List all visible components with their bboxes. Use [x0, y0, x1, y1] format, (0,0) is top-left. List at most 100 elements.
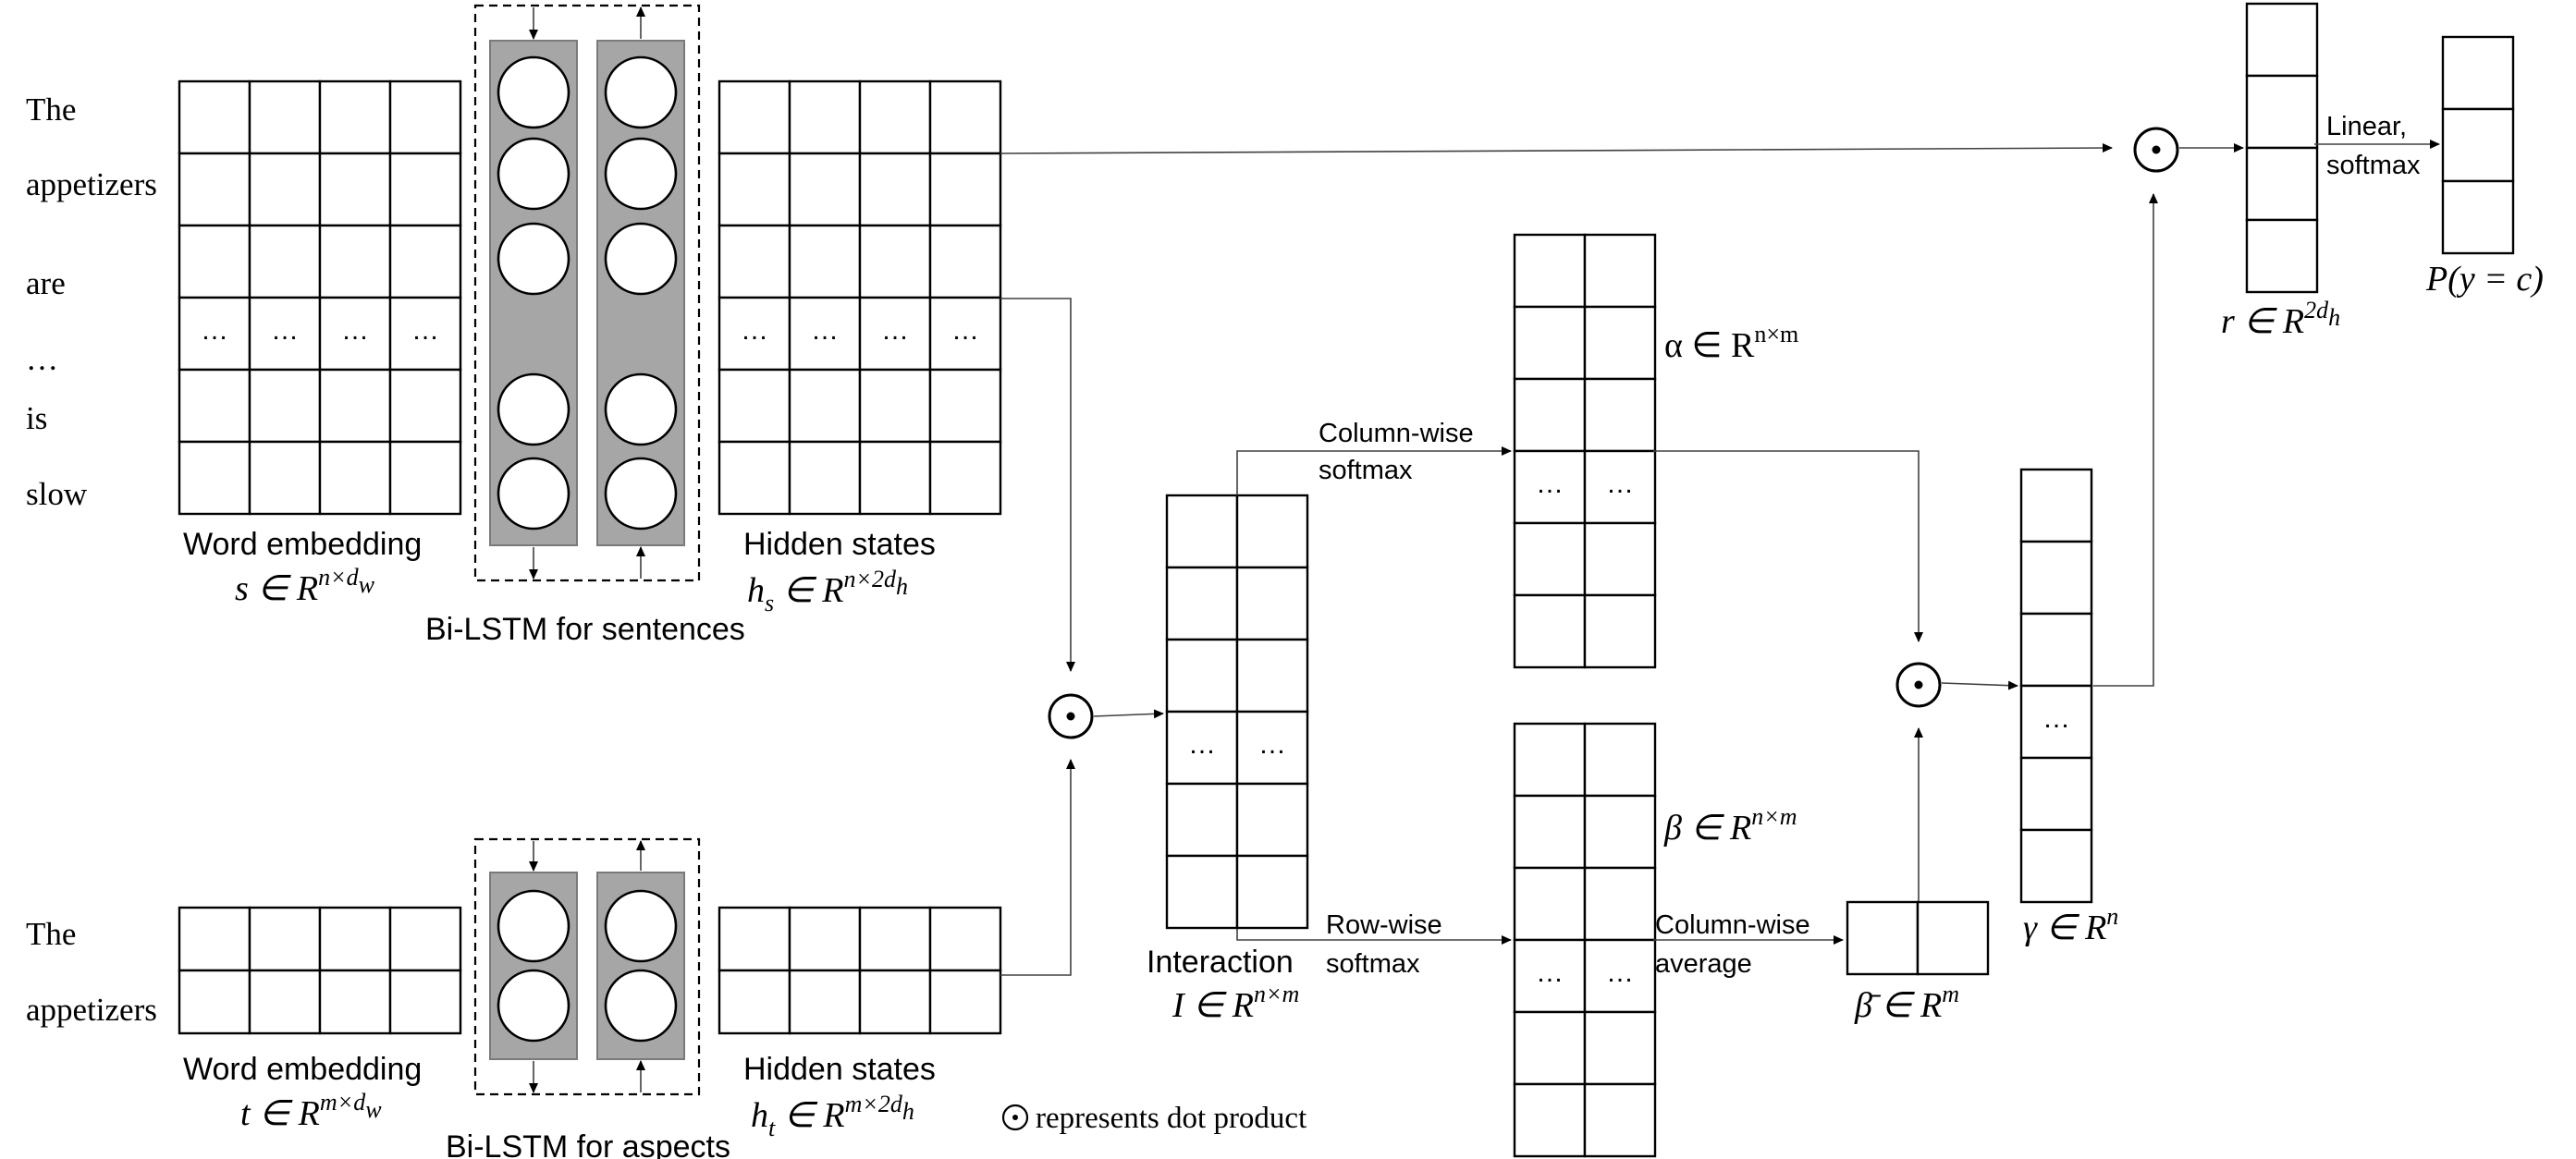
matrix-cell	[1513, 1082, 1587, 1158]
matrix-cell	[718, 969, 791, 1035]
lstm-unit-icon	[497, 889, 570, 963]
cell-ellipsis: …	[951, 315, 979, 346]
matrix-cell	[1513, 593, 1587, 669]
matrix-cell	[2245, 74, 2319, 150]
matrix-cell	[388, 79, 462, 155]
label-column-wise-average: Column-wise	[1655, 910, 1810, 940]
matrix-cell	[1583, 722, 1657, 798]
matrix-cell	[1513, 722, 1587, 798]
lstm-unit-icon	[604, 889, 678, 963]
matrix-cell	[388, 969, 462, 1035]
label-bilstm-sentences: Bi-LSTM for sentences	[425, 612, 745, 647]
matrix-cell	[1235, 710, 1309, 786]
cell-ellipsis: …	[881, 315, 909, 346]
matrix-cell	[178, 224, 251, 299]
labels: Word embedding s ∈ Rn×dw Bi-LSTM for sen…	[183, 112, 2544, 1159]
cell-ellipsis: …	[1606, 958, 1634, 988]
matrix-cell	[928, 440, 1002, 516]
math-hidden-states-aspect: ht ∈ Rm×2dh	[751, 1091, 914, 1141]
matrix-cell	[388, 440, 462, 516]
matrix-cell	[1513, 794, 1587, 870]
cell-ellipsis: …	[1536, 469, 1564, 499]
matrix-cell	[318, 440, 392, 516]
gamma-vector-grid: …	[2019, 468, 2093, 904]
lstm-unit-icon	[604, 137, 678, 211]
matrix-cell	[178, 296, 251, 372]
matrix-cell	[928, 224, 1002, 299]
matrix-cell	[928, 906, 1002, 972]
matrix-cell	[1165, 638, 1239, 714]
matrix-cell	[248, 969, 322, 1035]
matrix-cell	[1513, 305, 1587, 381]
matrix-cell	[1235, 782, 1309, 858]
sentence-hidden-states-grid: …………	[718, 79, 1002, 516]
label-softmax: softmax	[2326, 151, 2421, 180]
matrix-cell	[1513, 1010, 1587, 1086]
matrix-cell	[858, 440, 932, 516]
sentence-word: The	[26, 92, 76, 128]
aspect-word: appetizers	[26, 992, 157, 1028]
matrix-cell	[318, 969, 392, 1035]
cell-ellipsis: …	[411, 315, 439, 346]
matrix-cell	[928, 79, 1002, 155]
sentence-word: is	[26, 400, 47, 436]
sentence-word: slow	[26, 476, 88, 512]
lstm-unit-icon	[497, 55, 570, 129]
lstm-unit-icon	[497, 137, 570, 211]
matrix-cell	[248, 368, 322, 444]
flow-arrows	[1000, 140, 2440, 976]
arrow-interaction-to-beta	[1236, 929, 1512, 945]
matrix-cell	[1916, 900, 1990, 976]
matrix-cell	[1583, 233, 1657, 309]
arrow-alpha-to-gamma-dot	[1653, 450, 1923, 642]
matrix-cell	[388, 152, 462, 227]
matrix-cell	[1583, 794, 1657, 870]
matrix-cell	[318, 79, 392, 155]
lstm-nodes-sentences	[497, 55, 678, 531]
label-bilstm-aspects: Bi-LSTM for aspects	[446, 1129, 730, 1159]
matrix-cell	[858, 368, 932, 444]
matrix-cell	[1583, 938, 1657, 1014]
matrix-cell	[1583, 1010, 1657, 1086]
matrix-cell	[788, 224, 862, 299]
matrix-cell	[2441, 179, 2515, 255]
matrix-cell	[1165, 566, 1239, 641]
lstm-unit-icon	[497, 372, 570, 446]
lstm-unit-icon	[604, 457, 678, 531]
matrix-cell	[178, 969, 251, 1035]
cell-ellipsis: …	[2042, 703, 2070, 734]
matrix-cell	[388, 224, 462, 299]
matrix-cell	[2019, 828, 2093, 904]
dot-product-interaction-icon	[1048, 693, 1094, 739]
matrix-cell	[928, 368, 1002, 444]
cell-ellipsis: …	[1536, 958, 1564, 988]
label-column-wise-softmax: Column-wise	[1319, 419, 1474, 448]
matrix-cell	[318, 906, 392, 972]
sentence-word: …	[26, 341, 58, 377]
matrix-cell	[2441, 35, 2515, 111]
matrix-cell	[178, 368, 251, 444]
arrow-hs-to-r	[1000, 143, 2113, 154]
matrix-cell	[318, 224, 392, 299]
matrix-cell	[248, 296, 322, 372]
matrix-cell	[788, 906, 862, 972]
lstm-unit-icon	[604, 55, 678, 129]
label-linear: Linear,	[2326, 112, 2407, 141]
aspect-hidden-states-grid	[718, 906, 1002, 1035]
matrix-cell	[1235, 854, 1309, 930]
matrix-cell	[1583, 377, 1657, 453]
sentence-words: The appetizers are … is slow	[26, 92, 157, 512]
matrix-cell	[2441, 107, 2515, 183]
arrow-gamma-to-r-dot	[2093, 193, 2158, 687]
beta-bar-vector-grid	[1846, 900, 1990, 976]
r-vector-grid	[2245, 2, 2319, 294]
matrix-cell	[1513, 521, 1587, 597]
dot-product-r-icon	[2133, 127, 2179, 173]
matrix-cell	[858, 152, 932, 227]
matrix-cell	[1583, 866, 1657, 942]
label-hidden-states-sentence: Hidden states	[743, 527, 936, 562]
aspect-word: The	[26, 916, 76, 952]
matrix-cell	[718, 79, 791, 155]
matrix-cell	[1235, 566, 1309, 641]
